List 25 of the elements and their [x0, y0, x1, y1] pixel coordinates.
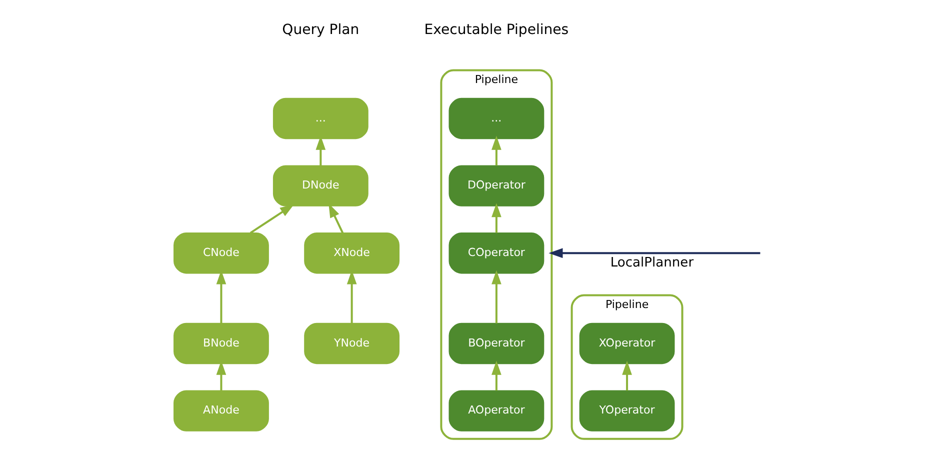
node-box: BOperator [448, 322, 544, 364]
node-box: DOperator [448, 165, 544, 206]
node-box: BNode [173, 322, 268, 364]
node-box: ANode [173, 390, 268, 432]
node-box: YNode [304, 322, 400, 364]
node-box: XOperator [578, 322, 674, 364]
node-box: XNode [304, 232, 400, 274]
node-box: YOperator [578, 390, 674, 432]
arrow [491, 270, 501, 324]
node-box: ... [448, 98, 544, 140]
label: Executable Pipelines [424, 22, 568, 38]
arrow [548, 248, 760, 258]
arrow [622, 360, 632, 391]
arrow [491, 360, 501, 391]
label: Query Plan [282, 22, 359, 38]
node-box: ... [272, 98, 368, 140]
arrow [249, 204, 294, 234]
node-box: CNode [173, 232, 268, 274]
edge-label: LocalPlanner [610, 256, 694, 271]
node-box: DNode [272, 165, 368, 206]
arrow [491, 136, 501, 166]
node-box: AOperator [448, 390, 544, 432]
node-box: COperator [448, 232, 544, 274]
arrow [328, 203, 344, 234]
arrow [491, 203, 501, 233]
